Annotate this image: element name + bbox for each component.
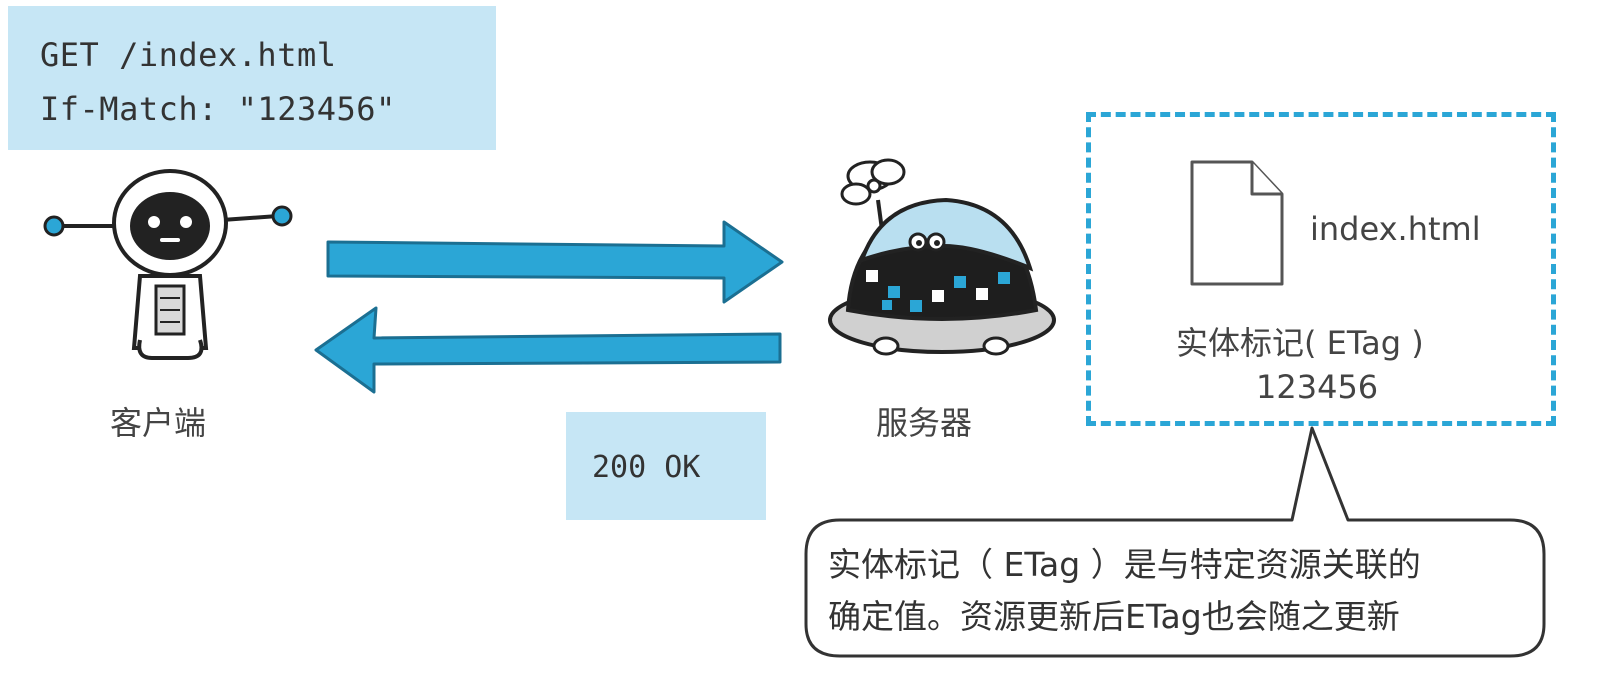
note-line-2: 确定值。资源更新后ETag也会随之更新: [828, 597, 1400, 636]
file-name: index.html: [1310, 210, 1481, 248]
resource-box: [1086, 112, 1556, 426]
response-status: 200 OK: [592, 450, 701, 485]
client-label: 客户端: [110, 404, 207, 442]
etag-value: 123456: [1256, 368, 1379, 406]
request-box: GET /index.html If-Match: "123456": [8, 6, 496, 150]
request-arrow: [326, 220, 784, 304]
request-line: GET /index.html: [40, 36, 337, 74]
response-arrow: [314, 306, 782, 394]
response-box: 200 OK: [566, 412, 766, 520]
server-label: 服务器: [876, 404, 973, 442]
file-icon: [1190, 160, 1284, 286]
note-line-1: 实体标记（ ETag ）是与特定资源关联的: [828, 545, 1421, 584]
server-robot-icon: [828, 158, 1056, 356]
note-bubble: [804, 426, 1546, 658]
client-robot-icon: [43, 169, 293, 360]
etag-label: 实体标记( ETag ): [1176, 324, 1424, 362]
request-header-line: If-Match: "123456": [40, 90, 396, 128]
